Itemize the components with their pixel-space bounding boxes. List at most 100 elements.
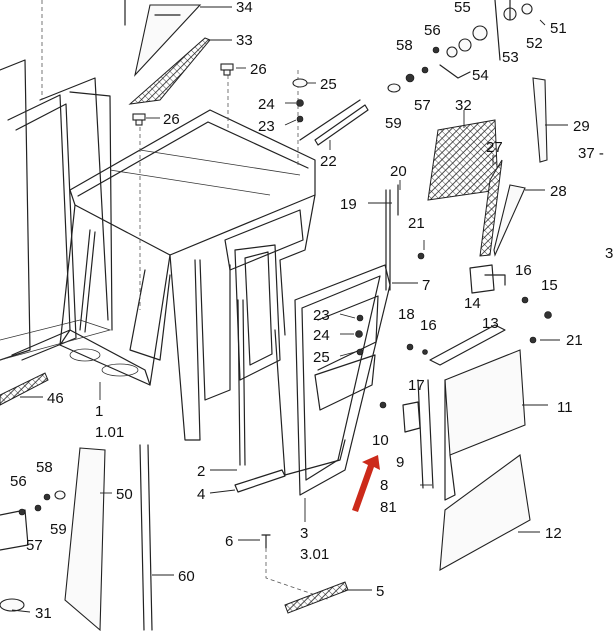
label-31: 31 (35, 605, 52, 622)
label-2: 2 (197, 463, 205, 480)
label-18: 18 (398, 306, 415, 323)
label-59-lower: 59 (50, 521, 67, 538)
latch-13 (429, 324, 506, 366)
label-13: 13 (482, 315, 499, 332)
label-53: 53 (502, 49, 519, 66)
label-21-lower: 21 (566, 332, 583, 349)
label-46: 46 (47, 390, 64, 407)
washer-18 (406, 343, 414, 351)
part-31 (0, 598, 25, 612)
nut-24b (355, 330, 363, 338)
label-21-upper: 21 (408, 215, 425, 232)
nut-16a (521, 296, 529, 304)
leader-lines (11, 6, 568, 613)
label-32: 32 (455, 97, 472, 114)
label-11: 11 (557, 399, 573, 416)
label-57-lower: 57 (26, 537, 43, 554)
hatch-strip-27 (479, 159, 503, 257)
callout-labels: 34 33 26 26 25 24 23 22 58 57 59 56 55 5… (10, 0, 613, 622)
label-27: 27 (486, 139, 503, 156)
label-3-edge: 3 (605, 245, 613, 262)
label-33: 33 (236, 32, 253, 49)
glass-50 (64, 447, 106, 632)
label-37: 37 - (578, 145, 604, 162)
label-52: 52 (526, 35, 543, 52)
hatch-strip-46 (0, 372, 49, 406)
window-frame-11 (444, 349, 526, 501)
label-1: 1 (95, 403, 103, 420)
bolt-21a (417, 252, 425, 260)
upper-frame-stub (124, 0, 181, 26)
label-51: 51 (550, 20, 567, 37)
label-29: 29 (573, 118, 590, 135)
label-10: 10 (372, 432, 389, 449)
label-17: 17 (408, 377, 425, 394)
label-3: 3 (300, 525, 308, 542)
hinge-14 (469, 264, 506, 294)
highlight-arrow (352, 455, 380, 512)
label-1-01: 1.01 (95, 424, 124, 441)
label-28: 28 (550, 183, 567, 200)
label-16-lower: 16 (420, 317, 437, 334)
cap-26-top (220, 63, 234, 76)
label-25-top: 25 (320, 76, 337, 93)
hatch-panel-33 (128, 37, 211, 105)
plate-9 (402, 401, 421, 433)
seal-strip-2 (237, 299, 246, 466)
label-25-door: 25 (313, 349, 330, 366)
seal-strip-4 (234, 469, 286, 493)
label-8: 8 (380, 477, 388, 494)
label-5: 5 (376, 583, 384, 600)
label-15: 15 (541, 277, 558, 294)
strip-29 (532, 77, 548, 163)
label-56-top: 56 (424, 22, 441, 39)
label-34: 34 (236, 0, 253, 16)
bolt-6 (261, 534, 271, 549)
bolt-25b (356, 348, 364, 356)
glass-12 (439, 454, 531, 571)
rod-19 (385, 189, 391, 291)
cap-26-left (132, 113, 146, 126)
main-cab-frame (59, 70, 316, 441)
label-19: 19 (340, 196, 357, 213)
label-26-left: 26 (163, 111, 180, 128)
strip-60 (139, 444, 153, 631)
label-56-lower: 56 (10, 473, 27, 490)
label-22: 22 (320, 153, 337, 170)
label-57-top: 57 (414, 97, 431, 114)
hatch-panel-32 (427, 119, 499, 201)
hatch-strip-5 (284, 581, 349, 614)
label-24-top: 24 (258, 96, 275, 113)
top-right-hardware (387, 0, 533, 93)
label-24-door: 24 (313, 327, 330, 344)
label-16-upper: 16 (515, 262, 532, 279)
label-58-lower: 58 (36, 459, 53, 476)
upper-glass-34 (134, 4, 202, 77)
door-assembly-3 (274, 264, 391, 496)
label-58-top: 58 (396, 37, 413, 54)
bolt-10 (379, 401, 387, 409)
bracket-lower-left (0, 509, 29, 551)
label-14: 14 (464, 295, 481, 312)
bolt-21b (529, 336, 537, 344)
label-59-top: 59 (385, 115, 402, 132)
label-3-01: 3.01 (300, 546, 329, 563)
bolt-58b (43, 493, 51, 501)
bolt-57b (34, 504, 42, 512)
rod-8 (417, 379, 434, 489)
label-60: 60 (178, 568, 195, 585)
label-6: 6 (225, 533, 233, 550)
label-55: 55 (454, 0, 471, 16)
glass-28 (493, 184, 526, 257)
bolt-23b (356, 314, 364, 322)
label-7: 7 (422, 277, 430, 294)
label-50: 50 (116, 486, 133, 503)
bolt-16b (422, 349, 428, 355)
label-81: 81 (380, 499, 397, 516)
bolt-15 (544, 311, 552, 319)
label-4: 4 (197, 486, 205, 503)
label-12: 12 (545, 525, 562, 542)
label-20: 20 (390, 163, 407, 180)
label-54: 54 (472, 67, 489, 84)
